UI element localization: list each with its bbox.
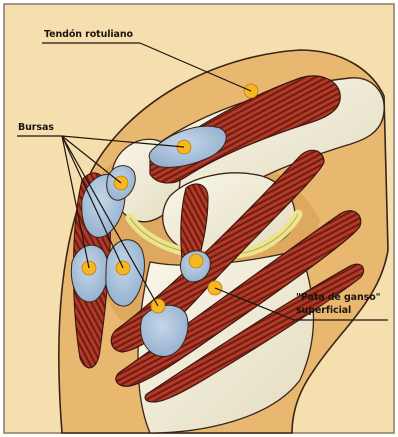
tendon-rotuliano-label: Tendón rotuliano: [44, 29, 133, 40]
bursa-dot: [189, 254, 203, 268]
pata-de-ganso-label-line1: "Pata de ganso": [296, 292, 380, 303]
bursas-label: Bursas: [18, 122, 54, 133]
pata-de-ganso-label-line2: superficial: [296, 305, 351, 316]
